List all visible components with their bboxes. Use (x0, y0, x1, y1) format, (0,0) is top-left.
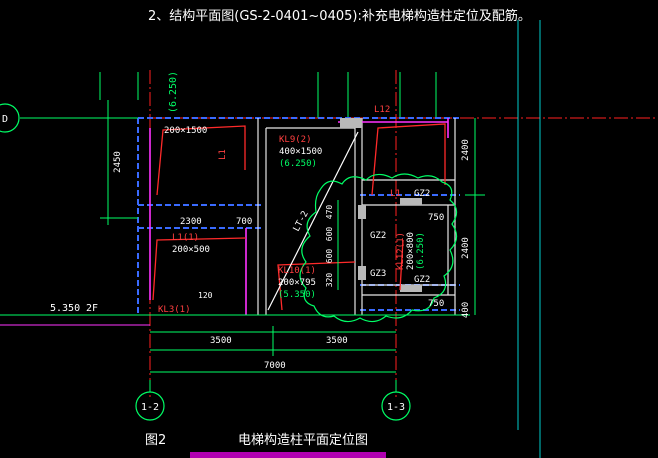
label-kl12: KL12(1) (396, 232, 406, 270)
dim-750-b: 750 (428, 299, 444, 309)
label-kl3: KL3(1) (158, 305, 191, 315)
dim-3500-a: 3500 (210, 336, 232, 346)
dim-2400-b: 2400 (461, 237, 471, 259)
label-l1-vert: L1 (218, 149, 228, 160)
figure-title: 电梯构造柱平面定位图 (238, 433, 368, 448)
axis-bubble-1-3: 1-3 (381, 380, 411, 421)
dim-400: 400 (461, 302, 471, 318)
label-gz3: GZ3 (370, 269, 386, 279)
title-underline (190, 452, 386, 458)
label-size-top: 200×1500 (164, 126, 207, 136)
label-l1-size: 200×500 (172, 245, 210, 255)
dim-2400-a: 2400 (461, 139, 471, 161)
top-elev-label: (6.250) (168, 71, 179, 113)
label-l1: L1(1) (172, 233, 199, 243)
axis-bubble-d: D (0, 103, 20, 133)
header-note: 2、结构平面图(GS-2-0401~0405):补充电梯构造柱定位及配筋。 (148, 8, 531, 24)
svg-text:1-3: 1-3 (387, 402, 405, 413)
dim-3500-b: 3500 (326, 336, 348, 346)
level-value: 5.350 (50, 303, 80, 314)
label-gz2-bottom: GZ2 (414, 275, 430, 285)
dim-700: 700 (236, 217, 252, 227)
dim-7000: 7000 (264, 361, 286, 371)
label-kl9-elev: (6.250) (279, 159, 317, 169)
label-kl12-elev: (6.250) (416, 232, 426, 270)
label-slab-thk: 120 (198, 291, 213, 300)
label-kl12-size: 200×800 (406, 232, 416, 270)
columns-grey (340, 118, 422, 292)
label-gz2: GZ2 (370, 231, 386, 241)
label-kl10: KL10(1) (278, 266, 316, 276)
svg-text:1-2: 1-2 (141, 402, 159, 413)
label-kl9-size: 400×1500 (279, 147, 322, 157)
label-gz2-top: GZ2 (414, 189, 430, 199)
dim-2450: 2450 (113, 151, 123, 173)
axis-bubble-1-2: 1-2 (135, 380, 165, 421)
label-kl10-size: 200×795 (278, 278, 316, 288)
dim-2300: 2300 (180, 217, 202, 227)
level-floor: 2F (86, 303, 98, 314)
revision-cloud (299, 173, 458, 323)
rebar-lines (152, 123, 446, 311)
label-kl10-elev: (5.350) (278, 290, 316, 300)
label-l12: L12 (374, 105, 390, 115)
dim-750-a: 750 (428, 213, 444, 223)
dim-600-b: 600 (325, 249, 334, 264)
figure-number: 图2 (145, 433, 166, 448)
stair-diagonal (267, 131, 359, 311)
label-kl9: KL9(2) (279, 135, 312, 145)
label-l1-col: L1 (390, 189, 401, 199)
dim-470: 470 (325, 205, 334, 220)
dim-600-a: 600 (325, 227, 334, 242)
dim-320: 320 (325, 273, 334, 288)
svg-text:D: D (2, 114, 8, 125)
